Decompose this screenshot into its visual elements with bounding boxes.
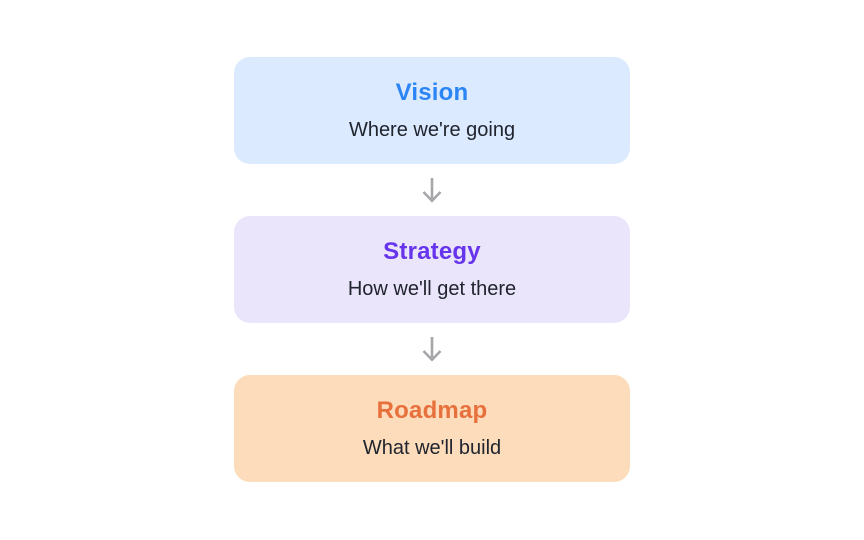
- stage-strategy-title: Strategy: [383, 238, 481, 266]
- stage-strategy: Strategy How we'll get there: [234, 216, 630, 323]
- stage-strategy-subtitle: How we'll get there: [347, 277, 517, 300]
- down-arrow-icon: [422, 337, 442, 362]
- stage-vision-subtitle: Where we're going: [348, 118, 516, 141]
- down-arrow-icon: [422, 178, 442, 203]
- vision-strategy-roadmap-flow: Vision Where we're going Strategy How we…: [234, 57, 630, 482]
- stage-vision: Vision Where we're going: [234, 57, 630, 164]
- stage-roadmap-subtitle: What we'll build: [362, 436, 502, 459]
- arrow-slot-2: [234, 323, 630, 375]
- stage-vision-title: Vision: [395, 79, 469, 107]
- stage-roadmap-title: Roadmap: [376, 397, 488, 425]
- stage-roadmap: Roadmap What we'll build: [234, 375, 630, 482]
- arrow-slot-1: [234, 164, 630, 216]
